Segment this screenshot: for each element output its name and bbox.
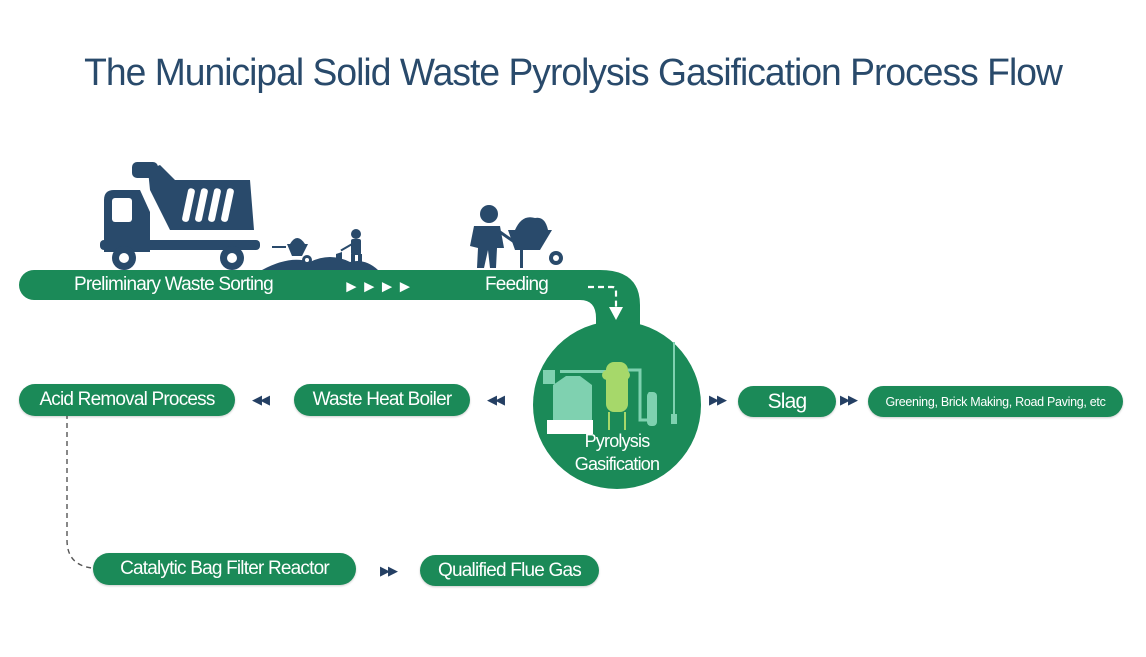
flow-arrows-to-acid-removal: ◀◀ — [252, 392, 270, 407]
feed-dashed-arrow — [588, 285, 618, 308]
center-label-line2: Gasification — [574, 454, 660, 474]
acid-to-filter-dashed-connector — [66, 414, 93, 569]
step-qualified-flue-gas: Qualified Flue Gas — [420, 555, 599, 586]
page-title: The Municipal Solid Waste Pyrolysis Gasi… — [84, 52, 1063, 94]
band-flow-arrows: ►►►► — [343, 277, 415, 296]
step-catalytic-bag-filter-reactor: Catalytic Bag Filter Reactor — [93, 553, 356, 585]
flow-arrows-to-flue-gas: ▶▶ — [380, 563, 398, 578]
process-band — [19, 270, 640, 330]
step-preliminary-waste-sorting: Preliminary Waste Sorting — [74, 274, 274, 295]
worker-shoveling-icon — [262, 229, 378, 270]
worker-with-wheelbarrow-icon — [470, 205, 563, 268]
step-slag-uses: Greening, Brick Making, Road Paving, etc — [868, 386, 1123, 417]
step-acid-removal-process: Acid Removal Process — [19, 384, 235, 416]
flow-arrows-to-waste-heat-boiler: ◀◀ — [487, 392, 505, 407]
dump-truck-icon — [100, 162, 260, 270]
pyrolysis-gasification-label: Pyrolysis Gasification — [557, 430, 677, 476]
flow-arrows-to-uses: ▶▶ — [840, 392, 858, 407]
step-slag: Slag — [738, 386, 836, 417]
feed-arrow-head — [609, 307, 623, 320]
pyrolysis-plant-icon — [543, 342, 677, 434]
step-feeding: Feeding — [485, 274, 549, 295]
flow-arrows-to-slag: ▶▶ — [709, 392, 727, 407]
center-label-line1: Pyrolysis — [584, 431, 651, 451]
step-waste-heat-boiler: Waste Heat Boiler — [294, 384, 470, 416]
